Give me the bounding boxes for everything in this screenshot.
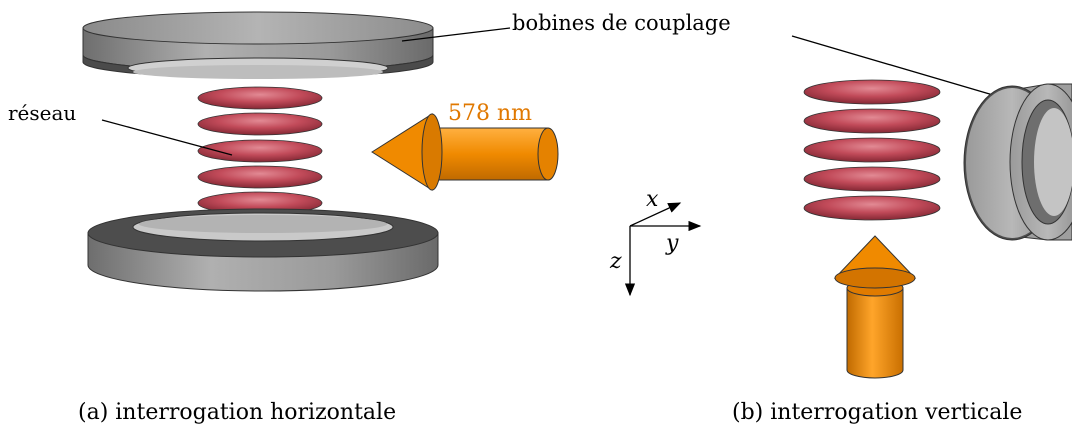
- coils-pointer-line-left: [401, 27, 511, 42]
- caption-a: (a) interrogation horizontale: [78, 400, 396, 425]
- panel-b: (b) interrogation verticale: [732, 79, 1072, 425]
- coils-pointer-line-right: [791, 35, 1011, 101]
- x-axis-arrow: [629, 202, 682, 227]
- lattice-disc: [197, 112, 323, 136]
- laser-arrow-horizontal: [371, 113, 559, 191]
- lattice-disc: [197, 139, 323, 163]
- lattice-disc: [803, 108, 941, 134]
- lattice-pointer-line: [101, 119, 233, 156]
- lattice-disc: [803, 137, 941, 163]
- lattice-b: [803, 79, 941, 221]
- z-axis-label: z: [609, 249, 622, 274]
- bottom-coupling-coil: [87, 208, 439, 292]
- x-axis-label: x: [646, 187, 659, 212]
- y-axis-label: y: [665, 231, 679, 256]
- top-coupling-coil: [82, 11, 434, 79]
- lattice-disc: [197, 165, 323, 189]
- lattice-a: [197, 86, 323, 215]
- coils-label: bobines de couplage: [512, 11, 731, 35]
- wavelength-label: 578 nm: [448, 101, 532, 126]
- laser-arrow-vertical: [833, 235, 917, 379]
- lattice-disc: [803, 79, 941, 105]
- lattice-disc: [197, 86, 323, 110]
- side-coupling-coil: [963, 83, 1072, 241]
- lattice-disc: [803, 166, 941, 192]
- caption-b: (b) interrogation verticale: [732, 400, 1022, 425]
- lattice-disc: [803, 195, 941, 221]
- coordinate-axes: x y z: [609, 187, 702, 297]
- panel-a: 578 nm réseau (a) interrogation horizont…: [8, 11, 559, 425]
- lattice-label: réseau: [8, 101, 76, 125]
